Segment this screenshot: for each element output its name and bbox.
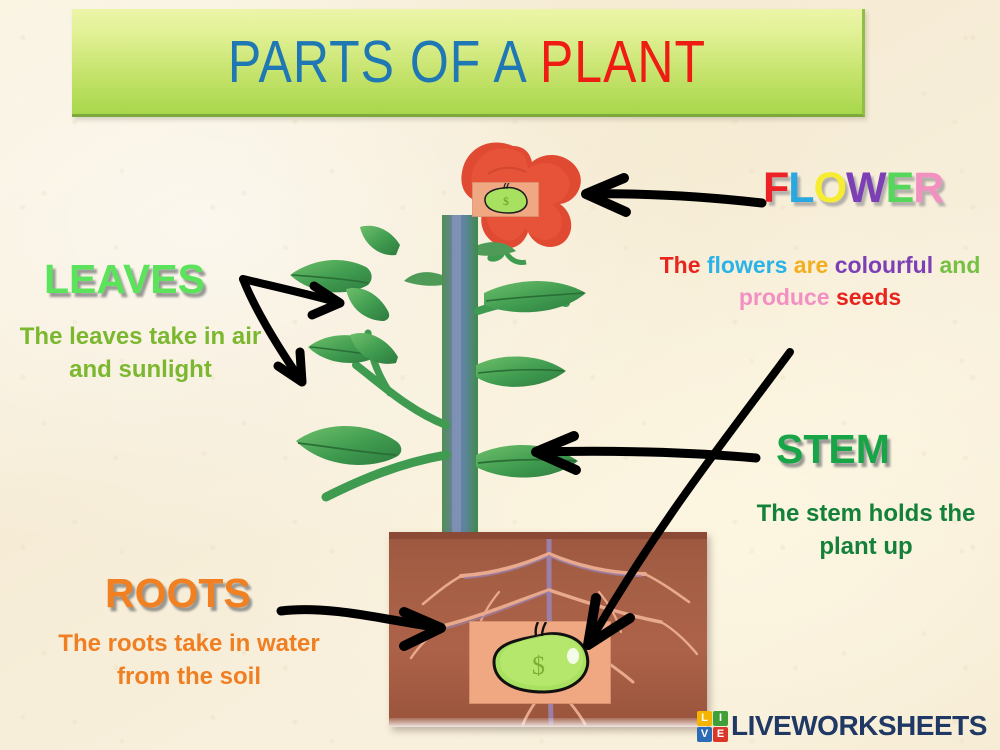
label-stem: STEM: [776, 426, 890, 472]
seed-icon: $: [484, 182, 528, 214]
description-stem: The stem holds the plant up: [756, 500, 976, 561]
flower-arrow: [581, 173, 767, 217]
stem-and-leaves-illustration: [290, 215, 586, 545]
page-title-part2: PLANT: [539, 28, 707, 95]
label-flower-letter-l: L: [788, 164, 814, 212]
seed-icon-large: $: [492, 621, 590, 694]
label-flower-letter-w: W: [846, 164, 887, 212]
label-flower-letter-e: E: [885, 164, 915, 212]
label-leaves: LEAVES: [44, 256, 205, 302]
logo-tile-l: L: [697, 710, 712, 726]
page-title-part1: PARTS OF A: [227, 28, 540, 95]
desc-flower-word-4: and: [939, 252, 981, 278]
desc-flower-word-3: colourful: [834, 252, 934, 278]
logo-tile-e: E: [713, 726, 728, 742]
desc-flower-word-5: produce: [738, 283, 830, 310]
flower-seed-answer-tile[interactable]: $: [473, 182, 538, 216]
root-seed-answer-tile[interactable]: $: [470, 621, 610, 703]
label-flower-letter-o: O: [813, 164, 847, 212]
desc-flower-word-0: The: [659, 252, 701, 278]
description-roots: The roots take in water from the soil: [58, 630, 320, 691]
title-banner: PARTS OF A PLANT: [72, 9, 865, 117]
label-flower: FLOWER: [763, 164, 944, 213]
seed-symbol-root: $: [532, 651, 545, 680]
logo-tile-v: V: [697, 726, 712, 742]
desc-flower-word-2: are: [793, 252, 829, 278]
description-flower: The flowers are colourful and produce se…: [650, 250, 990, 313]
desc-flower-word-1: flowers: [706, 252, 788, 278]
liveworksheets-logo[interactable]: L I V E LIVEWORKSHEETS: [697, 710, 987, 742]
desc-flower-word-6: seeds: [835, 283, 902, 310]
label-roots: ROOTS: [105, 570, 251, 616]
logo-tiles: L I V E: [697, 710, 728, 742]
label-flower-letter-f: F: [763, 164, 789, 212]
logo-wordmark: LIVEWORKSHEETS: [731, 710, 987, 741]
label-flower-letter-r: R: [913, 164, 944, 212]
description-leaves: The leaves take in air and sunlight: [19, 323, 262, 384]
logo-tile-i: I: [713, 710, 728, 726]
page-title: PARTS OF A PLANT: [228, 27, 706, 95]
soil-surface: [389, 532, 707, 539]
seed-symbol-flower: $: [503, 194, 509, 208]
